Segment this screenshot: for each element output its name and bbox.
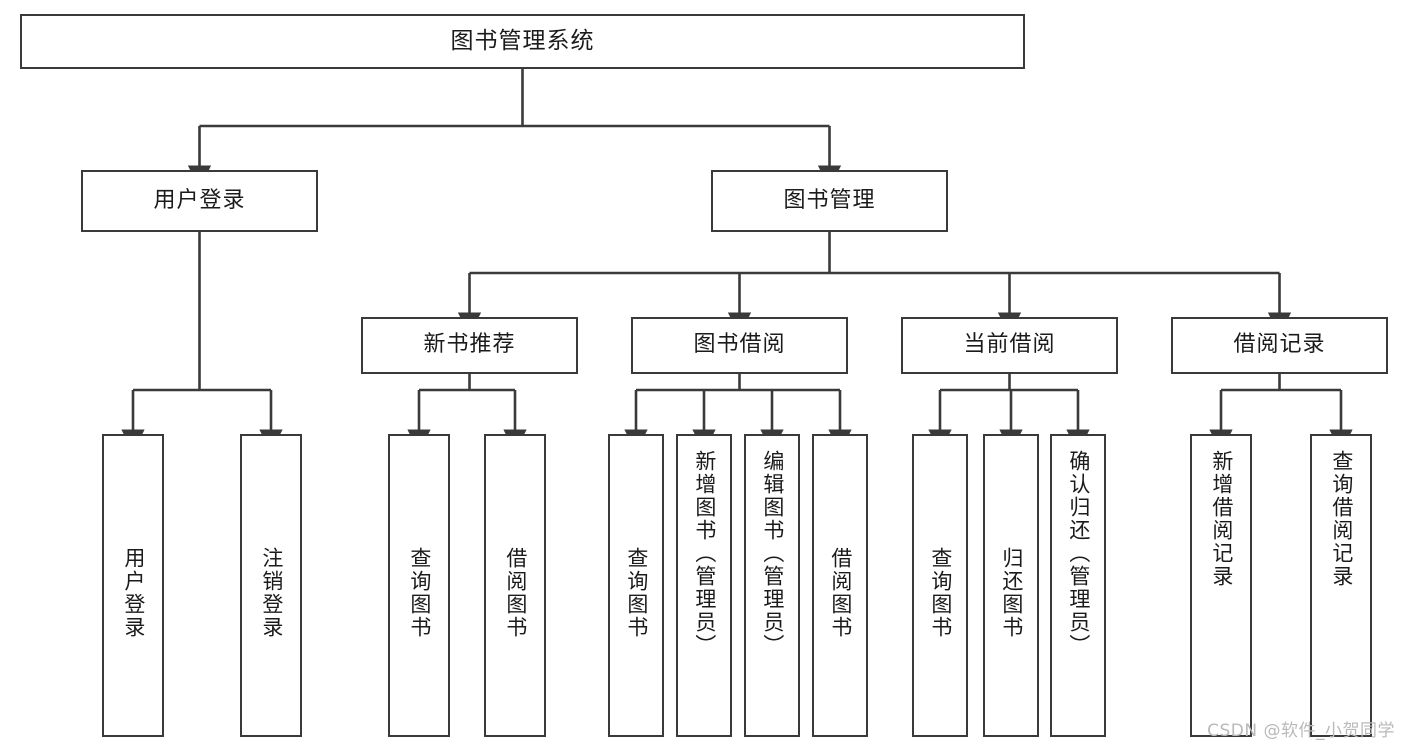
node-label-wrap: 新增借阅记录 — [1192, 450, 1250, 735]
node-l2-borrow-record: 借阅记录 — [1171, 317, 1388, 374]
node-label-wrap: 查询图书 — [914, 450, 966, 735]
node-label: 当前借阅 — [963, 332, 1056, 358]
node-label: 图书借阅 — [693, 332, 786, 358]
node-l3-add-record: 新增借阅记录 — [1190, 434, 1252, 737]
node-label-wrap: 注销登录 — [242, 450, 300, 735]
node-label-wrap: 归还图书 — [985, 450, 1037, 735]
watermark-label: CSDN @软件_小贺同学 — [1207, 721, 1395, 741]
node-label-wrap: 借阅图书 — [814, 450, 866, 735]
node-l3-borrow-book-a: 借阅图书 — [484, 434, 546, 737]
node-label: 查询借阅记录 — [1329, 450, 1354, 588]
node-l3-query-book-a: 查询图书 — [388, 434, 450, 737]
node-label: 编辑图书（管理员） — [760, 450, 785, 657]
node-l3-confirm-return: 确认归还（管理员） — [1050, 434, 1106, 737]
node-l3-logout-login: 注销登录 — [240, 434, 302, 737]
node-label: 用户登录 — [121, 546, 146, 639]
node-root: 图书管理系统 — [20, 14, 1025, 69]
node-label: 用户登录 — [153, 187, 246, 213]
node-l2-current-borrow: 当前借阅 — [901, 317, 1118, 374]
node-label-wrap: 编辑图书（管理员） — [746, 450, 798, 735]
node-label: 确认归还（管理员） — [1066, 450, 1091, 657]
node-l3-query-record: 查询借阅记录 — [1310, 434, 1372, 737]
node-label: 借阅图书 — [828, 546, 853, 639]
node-label: 新增图书（管理员） — [692, 450, 717, 657]
node-l3-user-login: 用户登录 — [102, 434, 164, 737]
node-label: 新增借阅记录 — [1209, 450, 1234, 588]
node-label-wrap: 确认归还（管理员） — [1052, 450, 1104, 735]
node-label-wrap: 查询图书 — [390, 450, 448, 735]
node-l3-borrow-book-b: 借阅图书 — [812, 434, 868, 737]
node-label-wrap: 借阅图书 — [486, 450, 544, 735]
node-l3-return-book: 归还图书 — [983, 434, 1039, 737]
node-l3-query-book-c: 查询图书 — [912, 434, 968, 737]
node-l2-new-book-rec: 新书推荐 — [361, 317, 578, 374]
node-label: 新书推荐 — [423, 332, 516, 358]
node-label: 图书管理 — [783, 187, 876, 213]
node-label-wrap: 查询图书 — [610, 450, 662, 735]
node-label: 查询图书 — [624, 546, 649, 639]
node-label: 借阅图书 — [503, 546, 528, 639]
node-label-wrap: 新增图书（管理员） — [678, 450, 730, 735]
node-l3-query-book-b: 查询图书 — [608, 434, 664, 737]
node-l3-add-book: 新增图书（管理员） — [676, 434, 732, 737]
node-l1-user-login: 用户登录 — [81, 170, 318, 232]
node-l2-book-borrow: 图书借阅 — [631, 317, 848, 374]
node-label: 查询图书 — [407, 546, 432, 639]
node-label: 借阅记录 — [1233, 332, 1326, 358]
node-label-wrap: 用户登录 — [104, 450, 162, 735]
node-label: 注销登录 — [259, 546, 284, 639]
node-label: 查询图书 — [928, 546, 953, 639]
node-l1-book-manage: 图书管理 — [711, 170, 948, 232]
node-label: 图书管理系统 — [450, 27, 595, 54]
node-l3-edit-book: 编辑图书（管理员） — [744, 434, 800, 737]
node-label: 归还图书 — [999, 546, 1024, 639]
node-label-wrap: 查询借阅记录 — [1312, 450, 1370, 735]
